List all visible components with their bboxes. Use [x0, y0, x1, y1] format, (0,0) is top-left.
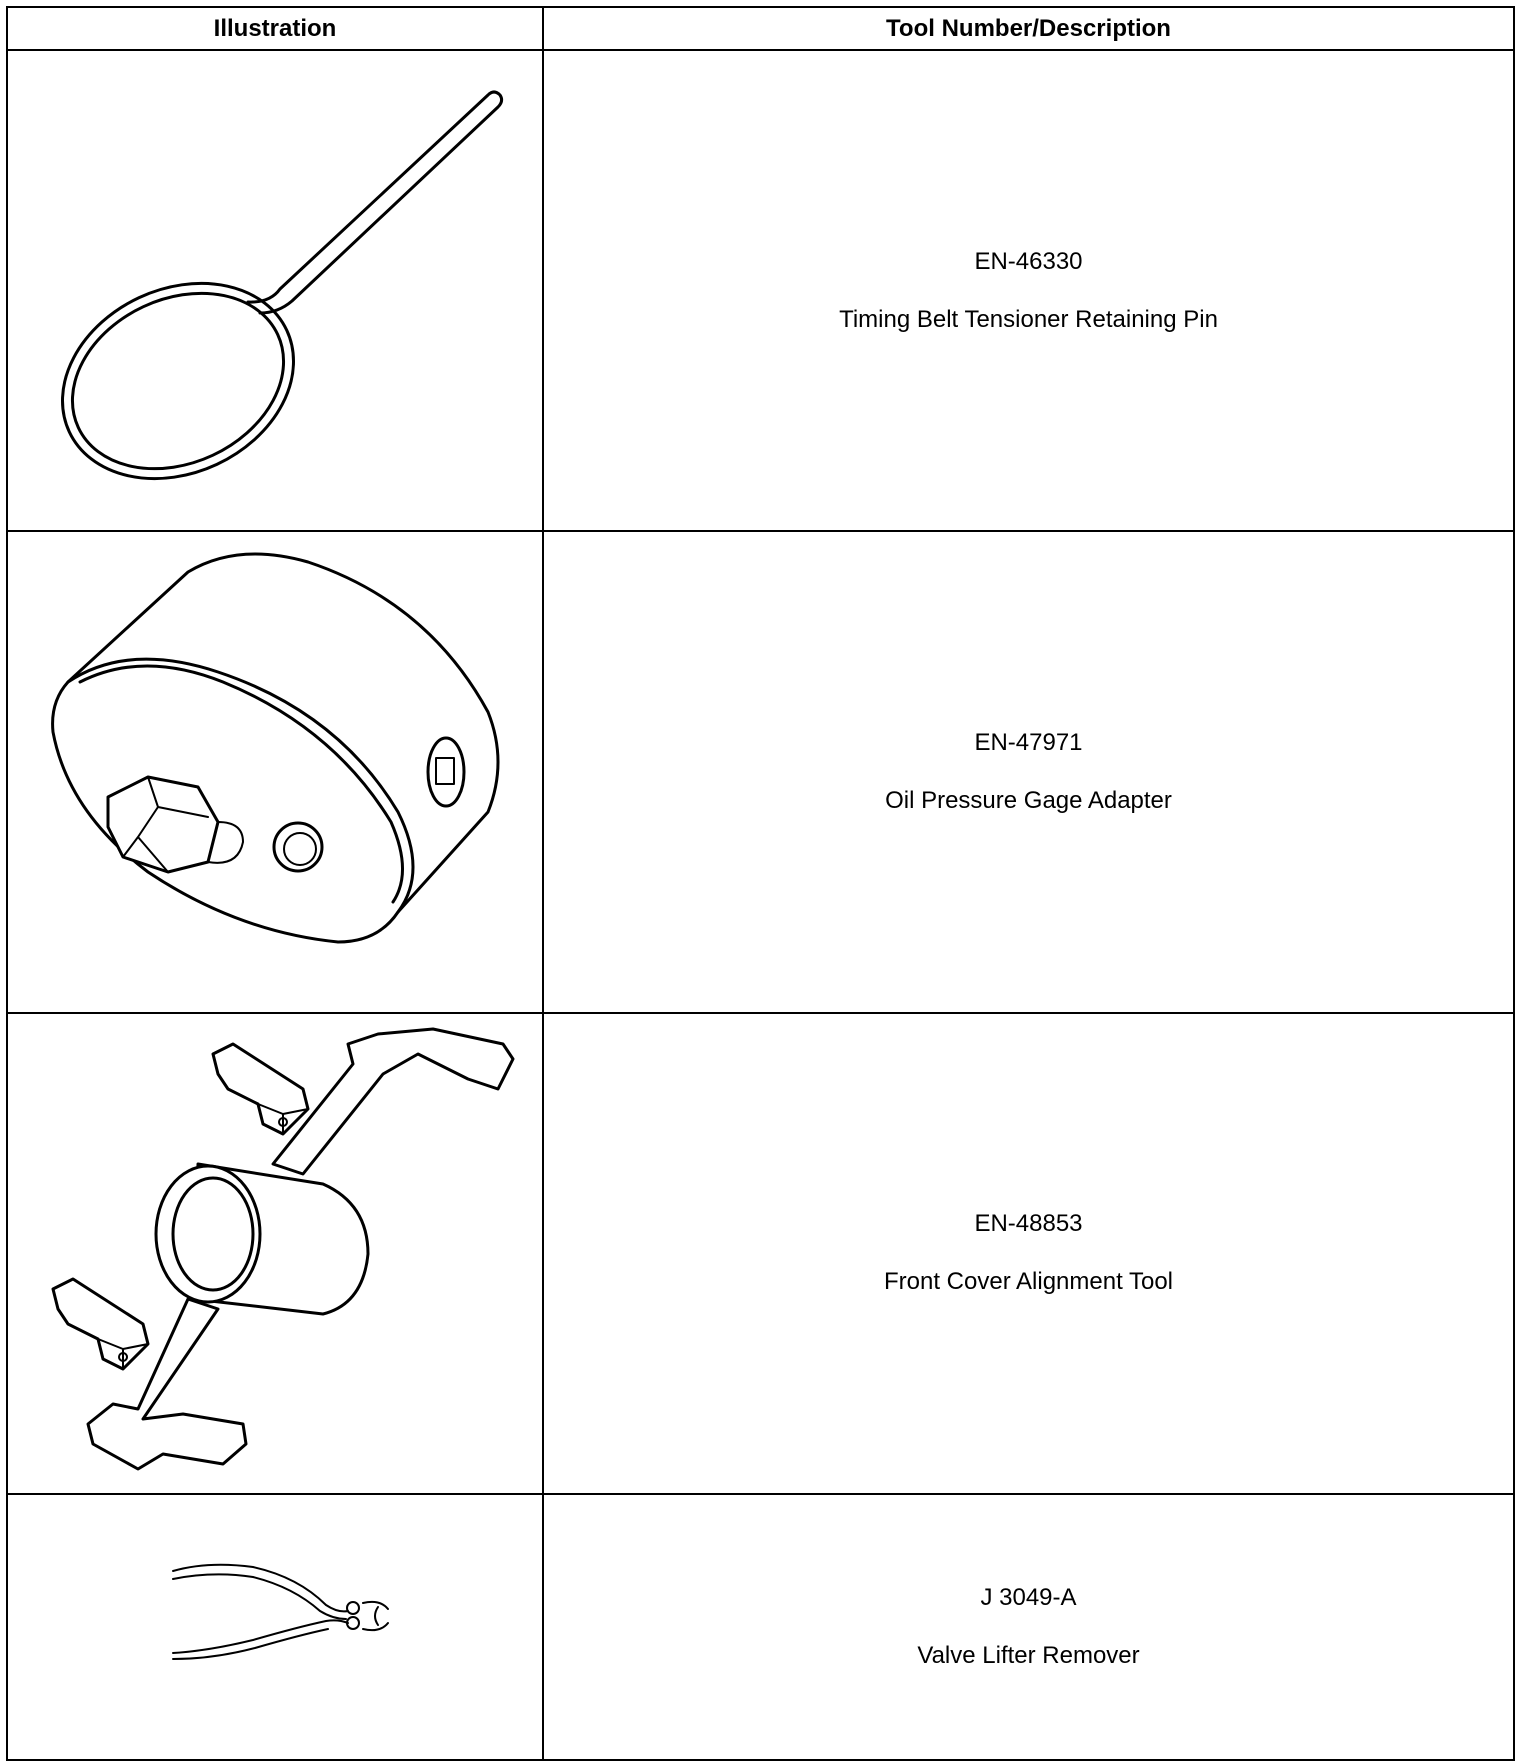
- gage-adapter-icon: [51, 552, 500, 944]
- tool-description: Timing Belt Tensioner Retaining Pin: [839, 305, 1218, 333]
- description-cell: EN-47971 Oil Pressure Gage Adapter: [542, 530, 1515, 1014]
- illustration-cell: [6, 48, 544, 533]
- retaining-pin-icon: [61, 90, 504, 481]
- alignment-tool-icon: [51, 1027, 515, 1471]
- header-row: Illustration Tool Number/Description: [6, 6, 1515, 51]
- illustration-cell: [6, 530, 544, 1014]
- lifter-remover-icon: [172, 1563, 389, 1660]
- tool-description: Oil Pressure Gage Adapter: [885, 786, 1172, 814]
- header-tool-description: Tool Number/Description: [542, 6, 1515, 51]
- description-cell: EN-48853 Front Cover Alignment Tool: [542, 1011, 1515, 1495]
- tools-table: Illustration Tool Number/Description EN-…: [6, 6, 1515, 1761]
- table-row: EN-46330 Timing Belt Tensioner Retaining…: [6, 48, 1515, 533]
- tool-description: Valve Lifter Remover: [917, 1641, 1140, 1669]
- table-row: EN-47971 Oil Pressure Gage Adapter: [6, 530, 1515, 1014]
- illustration-cell: [6, 1011, 544, 1495]
- tool-number: J 3049-A: [980, 1583, 1077, 1611]
- header-illustration: Illustration: [6, 6, 544, 51]
- description-cell: EN-46330 Timing Belt Tensioner Retaining…: [542, 48, 1515, 533]
- tool-number: EN-46330: [974, 247, 1083, 275]
- description-cell: J 3049-A Valve Lifter Remover: [542, 1492, 1515, 1761]
- tool-number: EN-48853: [974, 1210, 1083, 1238]
- illustration-cell: [6, 1492, 544, 1761]
- tool-number: EN-47971: [974, 728, 1083, 756]
- table-row: J 3049-A Valve Lifter Remover: [6, 1492, 1515, 1761]
- tool-description: Front Cover Alignment Tool: [883, 1268, 1174, 1296]
- table-row: EN-48853 Front Cover Alignment Tool: [6, 1011, 1515, 1495]
